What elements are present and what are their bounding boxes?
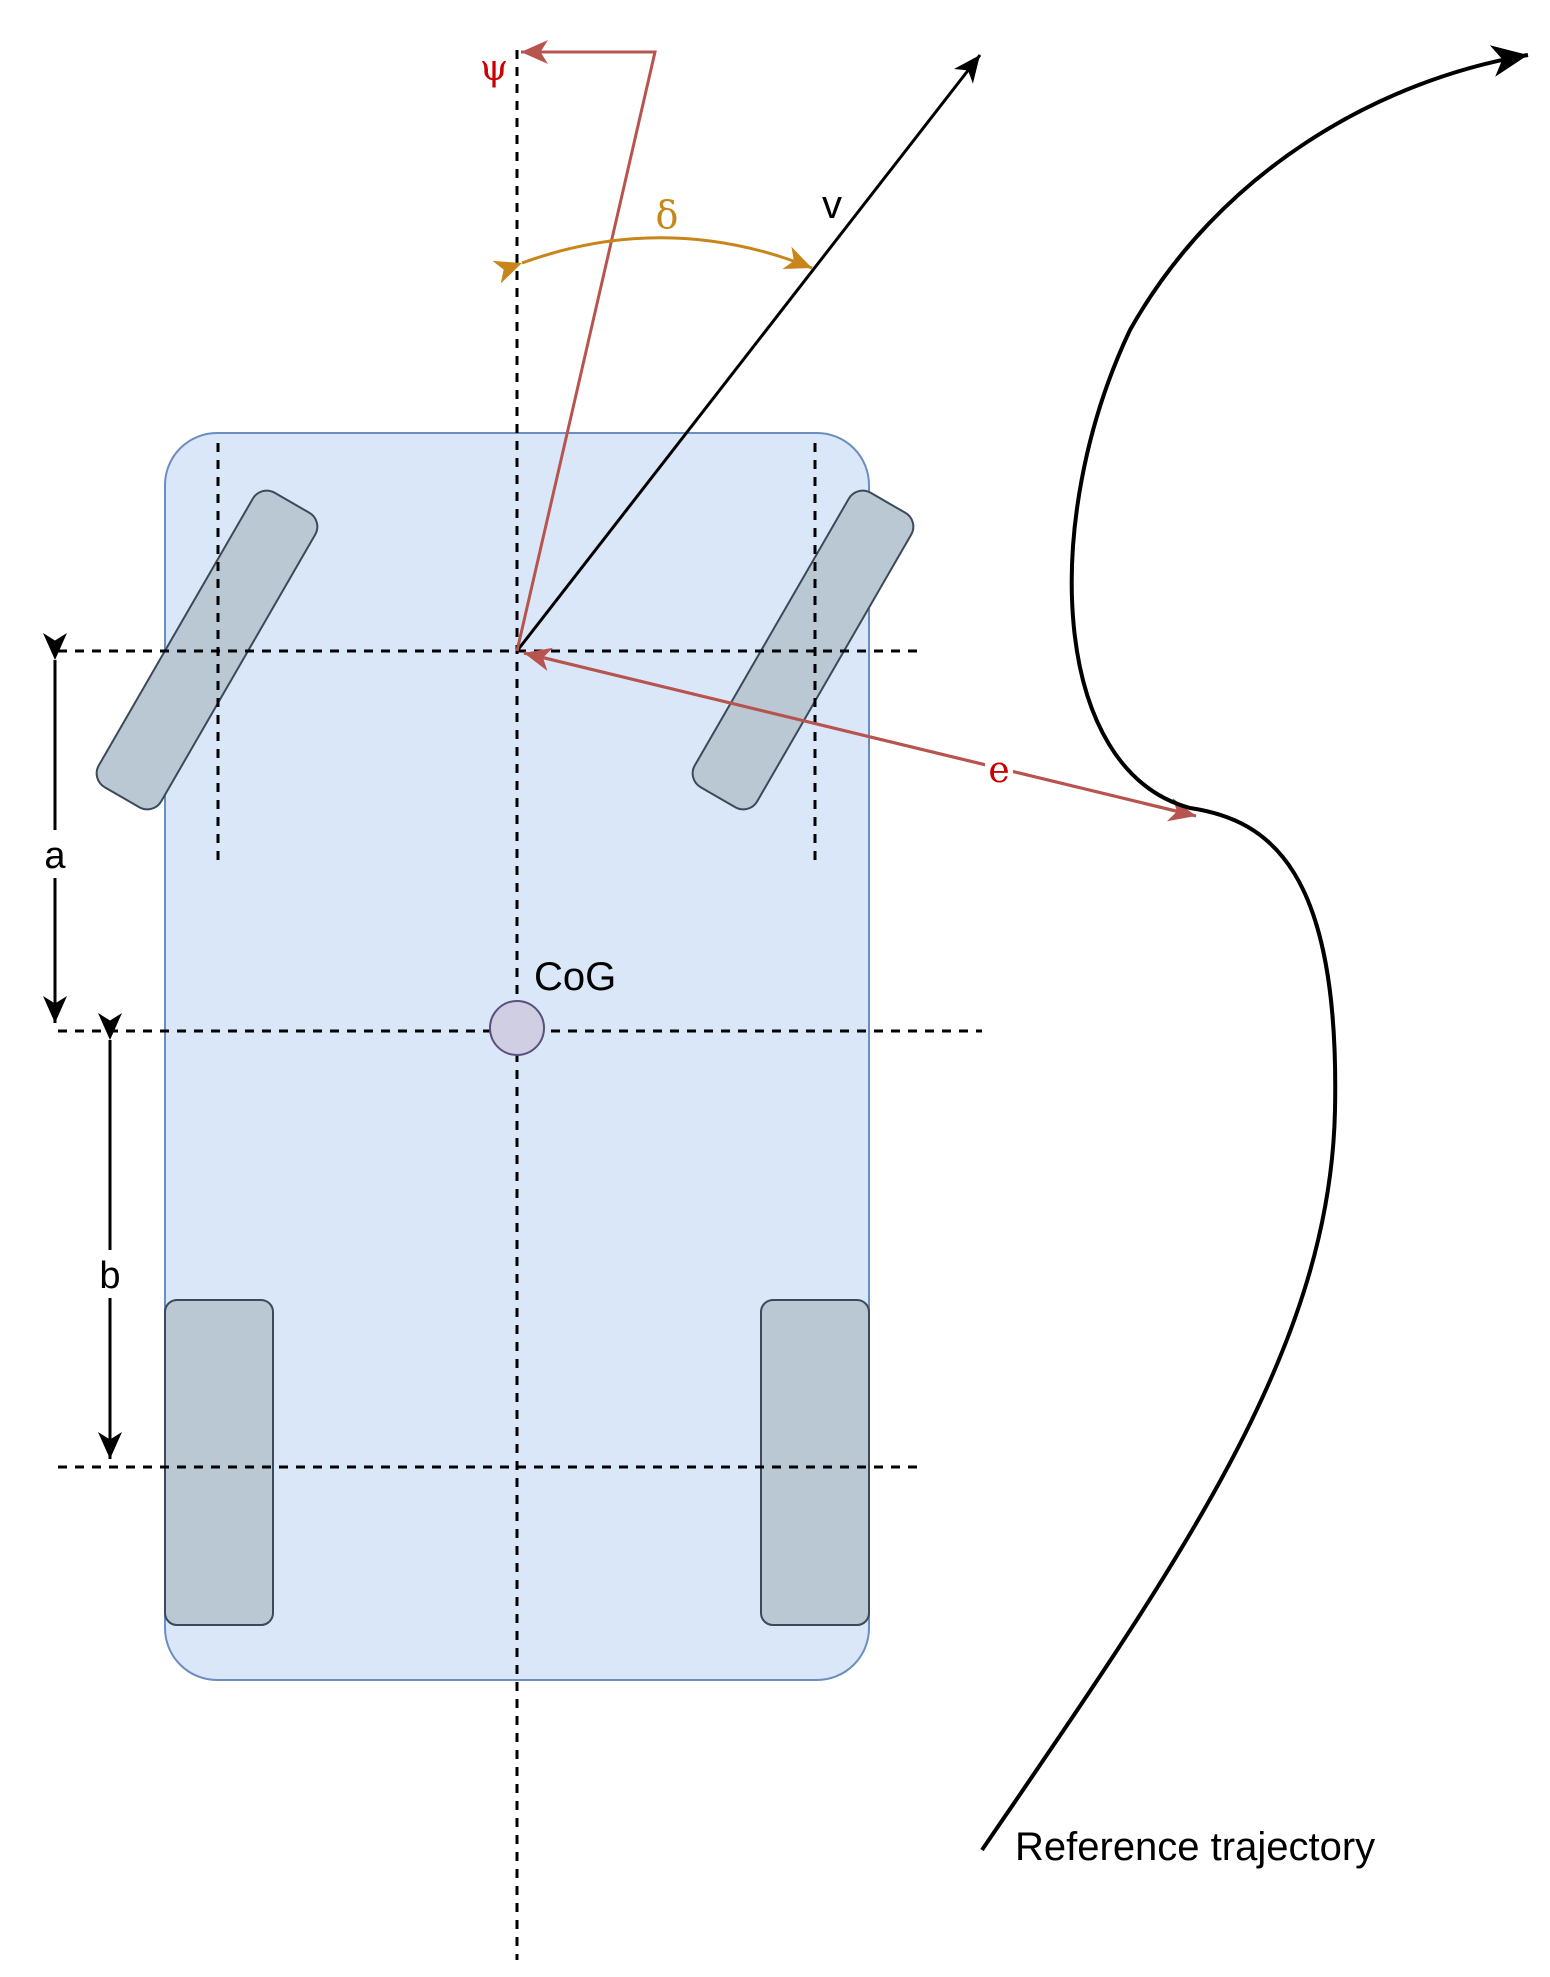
velocity-label: v [822,183,842,227]
front-left-wheel [95,489,319,811]
reference-trajectory-label: Reference trajectory [1015,1825,1375,1869]
velocity-vector [515,54,982,652]
rear-right-wheel [760,1299,870,1626]
rear-left-wheel [164,1299,274,1626]
lateral-error-vector-head [523,651,1197,822]
psi-label: ψ [480,48,508,89]
delta-label: δ [656,193,679,237]
delta-angle-arc [492,236,813,284]
dimension-b-label: b [99,1255,120,1297]
error-label-bg [985,752,1013,792]
dimension-a-label-bg [36,830,72,878]
error-label: e [988,750,1009,791]
cog-label: CoG [534,955,616,999]
dimension-a-label: a [44,835,66,877]
dimension-b-label-bg [91,1250,127,1298]
cog-marker [489,1000,545,1056]
reference-trajectory-curve [980,45,1529,1852]
front-right-wheel [691,489,915,811]
heading-vector [515,40,657,652]
